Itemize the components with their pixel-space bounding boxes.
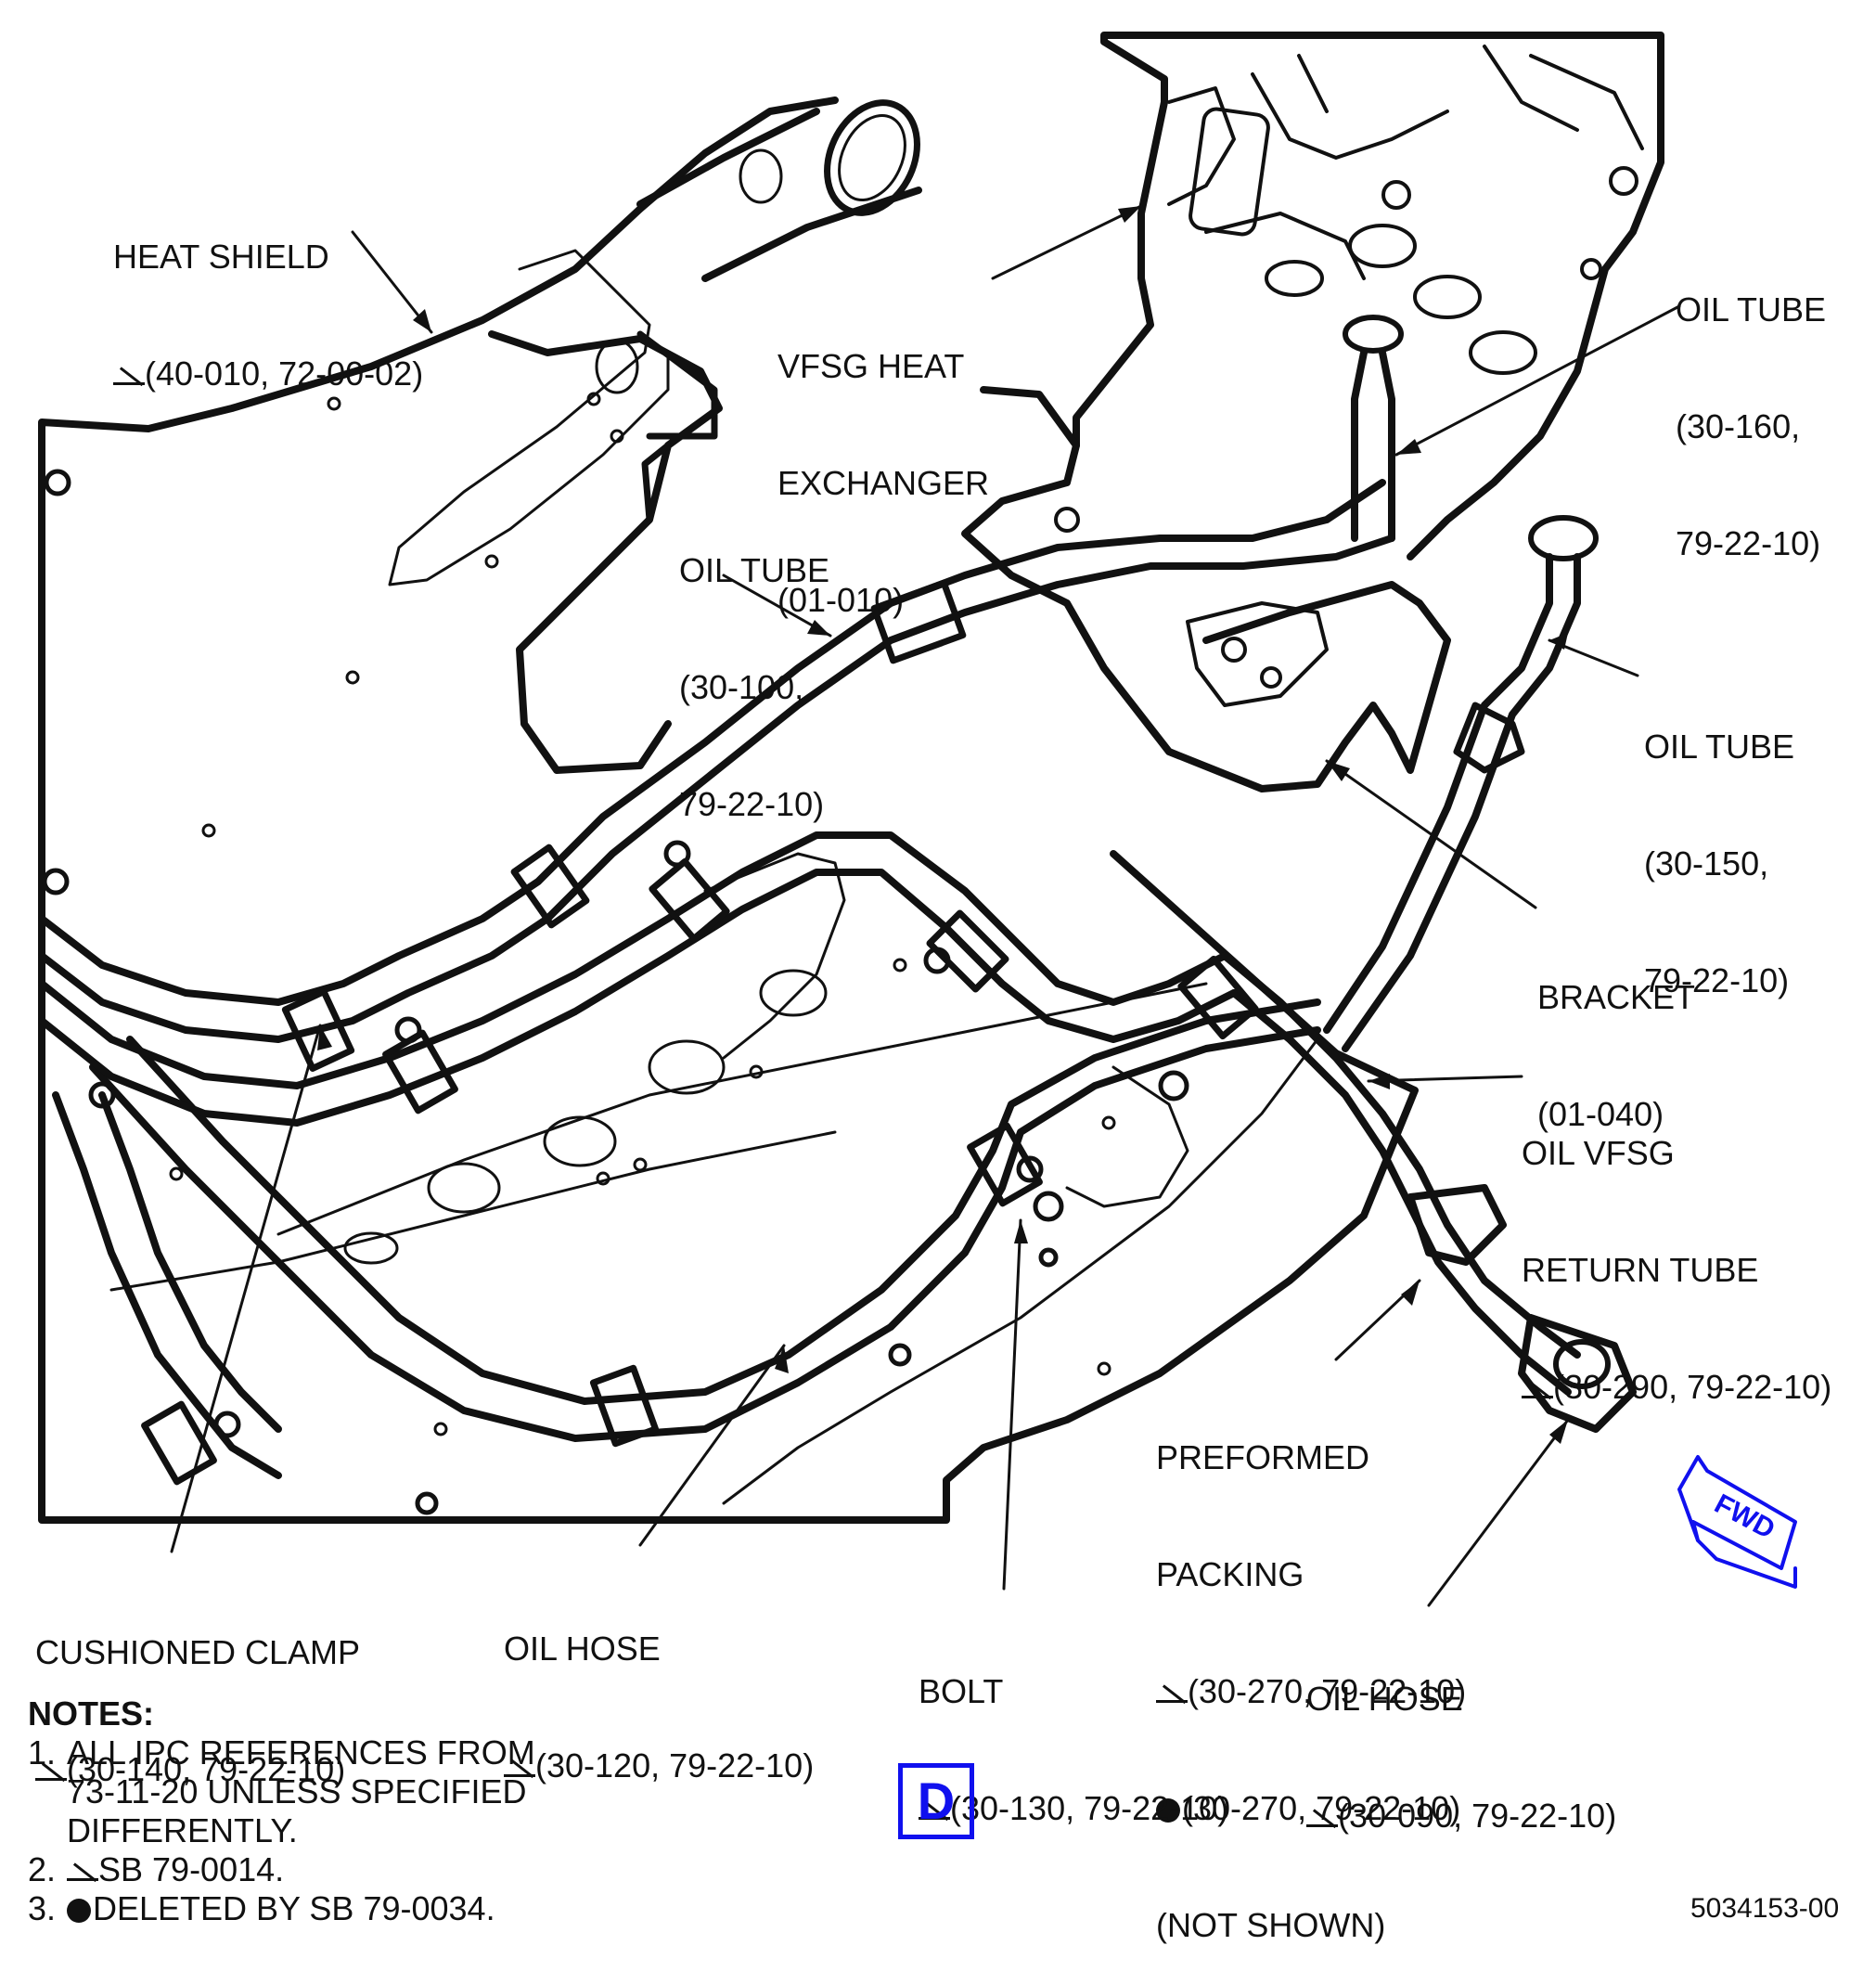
triangle-marker-icon — [504, 1755, 535, 1779]
view-label-box: D — [898, 1763, 974, 1839]
vfsg-heat-exchanger-outline — [1073, 32, 1664, 560]
heat-shield-duct — [388, 249, 670, 586]
label-oil-tube-160: OIL TUBE (30-160, 79-22-10) — [1676, 290, 1827, 562]
label-oil-hose-120: OIL HOSE (30-120, 79-22-10) — [504, 1630, 815, 1784]
bullet-marker-icon — [67, 1899, 91, 1923]
note-item: 1.ALL IPC REFERENCES FROM — [28, 1733, 535, 1771]
label-preformed-packing: PREFORMED PACKING (30-270, 79-22-10) (30… — [1156, 1438, 1467, 1944]
triangle-marker-icon — [67, 1859, 98, 1883]
leader-cushioned-clamp — [170, 1024, 322, 1553]
note-item: 2.SB 79-0014. — [28, 1850, 285, 1888]
label-vfsg-heat-exchanger: VFSG HEAT EXCHANGER (01-010) — [777, 347, 990, 619]
triangle-marker-icon — [1306, 1805, 1338, 1829]
label-oil-hose-090: OIL HOSE (30-090, 79-22-10) — [1306, 1680, 1617, 1835]
leader-bracket — [1325, 759, 1537, 909]
leader-return-tube — [1367, 1075, 1523, 1083]
label-cushioned-clamp: CUSHIONED CLAMP (30-140, 79-22-10) — [35, 1633, 361, 1788]
label-oil-vfsg-return-tube: OIL VFSG RETURN TUBE (30-290, 79-22-10) — [1522, 1134, 1832, 1406]
triangle-marker-icon — [35, 1759, 67, 1783]
drawing-number: 5034153-00 — [1690, 1893, 1840, 1924]
fwd-arrow — [1677, 1455, 1797, 1589]
heat-shield-flange — [636, 330, 718, 523]
label-oil-tube-150: OIL TUBE (30-150, 79-22-10) — [1644, 728, 1795, 999]
leader-vfsg-heat-exchanger — [991, 204, 1143, 280]
oil-tube-30-100 — [38, 479, 1386, 1006]
oil-tube-30-150 — [1323, 553, 1581, 1052]
bracket-outline — [961, 386, 1451, 792]
leader-oil-tube-160 — [1394, 304, 1681, 457]
note-item: 3.DELETED BY SB 79-0034. — [28, 1889, 495, 1927]
label-heat-shield: HEAT SHIELD (40-010, 72-00-02) — [113, 238, 424, 393]
notes-title: NOTES: — [28, 1694, 155, 1733]
leader-bolt — [1002, 1218, 1022, 1591]
leader-oil-hose-120 — [638, 1344, 786, 1547]
label-oil-tube-100: OIL TUBE (30-100, 79-22-10) — [679, 551, 830, 823]
triangle-marker-icon — [919, 1797, 950, 1822]
triangle-marker-icon — [1156, 1681, 1188, 1705]
leader-oil-hose-090 — [1427, 1418, 1570, 1607]
oil-hose-30-120 — [52, 1091, 282, 1479]
bullet-marker-icon — [1156, 1798, 1180, 1823]
oil-tube-30-160 — [1351, 349, 1395, 542]
notes-block: NOTES: 1.ALL IPC REFERENCES FROM 73-11-2… — [28, 1694, 535, 1927]
label-bracket: BRACKET (01-040) — [1537, 978, 1696, 1133]
triangle-marker-icon — [113, 363, 145, 387]
label-bolt: BOLT (30-130, 79-22-10) — [919, 1672, 1229, 1827]
oil-hose-30-090-end — [1518, 1314, 1637, 1433]
triangle-marker-icon — [1522, 1376, 1553, 1400]
